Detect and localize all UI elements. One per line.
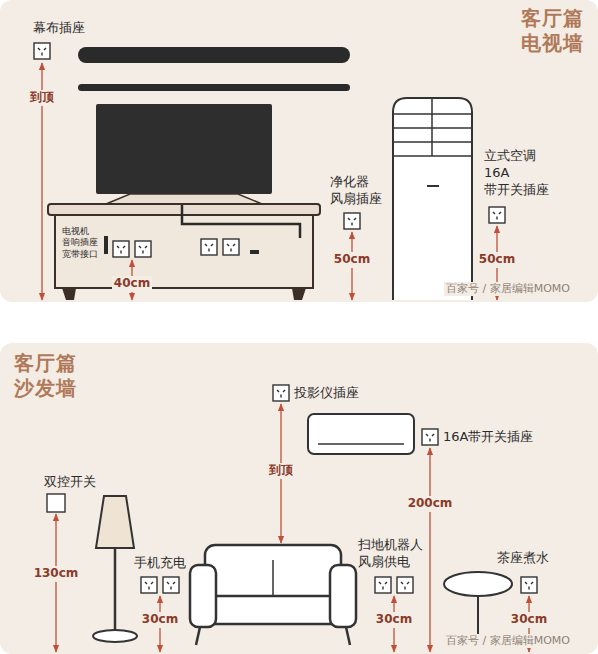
tea-table: [444, 572, 512, 640]
sockets-part: [375, 577, 391, 593]
label: 投影仪插座: [294, 385, 359, 402]
sockets-part: [113, 241, 129, 257]
sockets-part: [223, 239, 239, 255]
standing-ac: [393, 98, 472, 300]
sofa-part: [190, 565, 216, 627]
tv-cabinet-part: [250, 250, 259, 254]
floor-lamp-part: [93, 630, 137, 642]
switch-part: [47, 494, 65, 512]
tea-table-part: [444, 572, 512, 596]
dimension-label: 130cm: [32, 566, 81, 582]
sockets-part: [489, 207, 505, 223]
curtain-bars-part: [78, 47, 350, 63]
switch: [47, 494, 65, 512]
sockets-part: [163, 577, 179, 593]
wall-ac-part: [318, 443, 404, 445]
dimension-lines-part: [429, 448, 430, 652]
tv-cabinet: [48, 204, 320, 300]
tv-cabinet-part: [48, 204, 320, 215]
dimension-label: 到顶: [28, 90, 56, 106]
dimension-label: 30cm: [509, 612, 549, 628]
standing-ac-part: [427, 185, 439, 187]
tv-cabinet-part: [55, 215, 313, 288]
tv-cabinet-part: [104, 236, 108, 254]
tv-part: [106, 194, 262, 204]
sockets-part: [141, 577, 157, 593]
floor-lamp-part: [96, 496, 134, 548]
sofa-part: [214, 596, 332, 624]
dimension-label: 30cm: [374, 612, 414, 628]
sofa-part: [330, 565, 356, 627]
sockets-part: [135, 241, 151, 257]
sockets: [141, 385, 537, 593]
label: 电视机 音响插座 宽带接口: [62, 226, 98, 260]
panel-grounds-part: [0, 343, 598, 654]
sockets-part: [201, 239, 217, 255]
label: 手机充电: [134, 555, 186, 572]
sockets-part: [422, 429, 438, 445]
label: 幕布插座: [33, 20, 85, 37]
sockets-part: [521, 577, 537, 593]
tv-cabinet-part: [292, 288, 306, 300]
curtain-bars-part: [78, 84, 350, 91]
tv: [96, 104, 272, 204]
label: 扫地机器人 风扇供电: [358, 537, 423, 571]
tv-cabinet-part: [182, 205, 300, 238]
panel-heading: 客厅篇 电视墙: [521, 6, 584, 56]
dimension-lines-part: [55, 514, 56, 652]
standing-ac-part: [431, 98, 433, 156]
sofa-part: [272, 560, 274, 596]
floor-lamp: [93, 496, 137, 642]
watermark: 百家号 / 家居编辑MOMO: [444, 634, 572, 648]
sofa-part: [346, 627, 350, 645]
sofa: [190, 545, 356, 645]
watermark: 百家号 / 家居编辑MOMO: [444, 282, 572, 296]
label: 16A带开关插座: [443, 429, 533, 446]
sockets: [34, 43, 505, 257]
sockets-part: [34, 43, 50, 59]
panel-heading: 客厅篇 沙发墙: [14, 351, 77, 401]
label: 立式空调 16A 带开关插座: [484, 148, 549, 199]
sockets-part: [397, 577, 413, 593]
tv-part: [96, 104, 272, 194]
tv-cabinet-part: [62, 288, 76, 300]
sockets-part: [273, 385, 289, 401]
dimension-label: 到顶: [267, 463, 295, 479]
floor-lamp-part: [114, 548, 117, 632]
wall-ac: [308, 414, 414, 454]
sofa-part: [205, 545, 341, 599]
dimension-lines: [42, 63, 497, 300]
panel-grounds-part: [0, 0, 598, 302]
sockets-part: [344, 213, 360, 229]
wall-ac-part: [308, 414, 414, 454]
dimension-label: 50cm: [477, 252, 517, 268]
dimension-label: 200cm: [406, 496, 455, 512]
label: 双控开关: [44, 474, 96, 491]
label: 茶座煮水: [497, 550, 549, 567]
curtain-bars: [78, 47, 350, 91]
label: 净化器 风扇插座: [330, 174, 382, 208]
dimension-label: 40cm: [112, 276, 152, 292]
dimension-label: 50cm: [332, 252, 372, 268]
dimension-label: 30cm: [140, 612, 180, 628]
standing-ac-part: [393, 98, 472, 300]
sofa-part: [196, 627, 200, 645]
